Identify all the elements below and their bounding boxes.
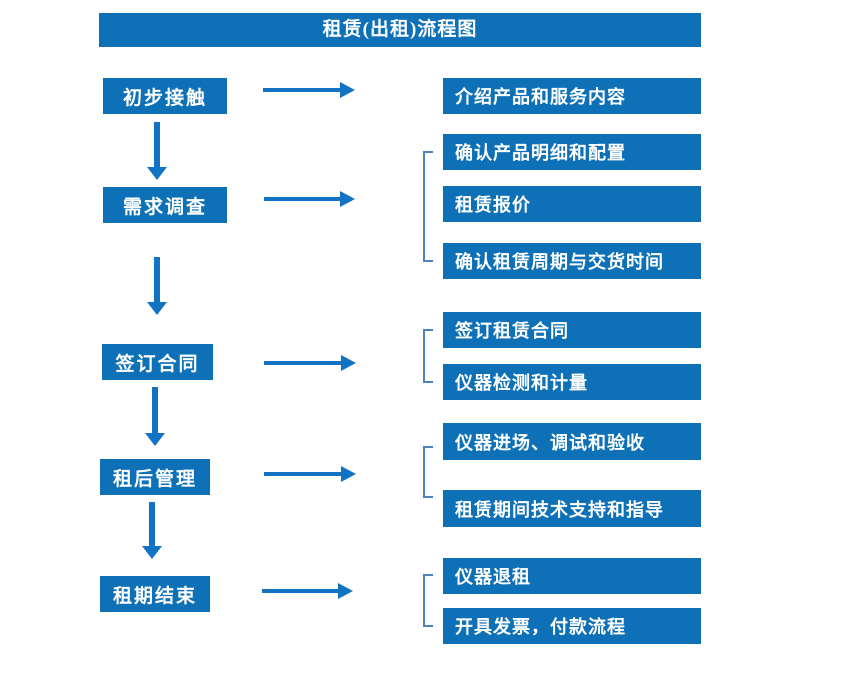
down-arrow-3-shaft [152, 387, 158, 433]
right-arrow-1-shaft [263, 88, 340, 92]
output-box-confirm-rental-period: 确认租赁周期与交货时间 [443, 243, 701, 279]
down-arrow-4 [142, 502, 162, 559]
right-arrow-2-head [340, 191, 355, 207]
down-arrow-2 [147, 257, 167, 315]
right-arrow-2 [264, 191, 355, 207]
output-box-invoice-payment: 开具发票，付款流程 [443, 608, 701, 644]
step-box-post-rental-management: 租后管理 [100, 459, 210, 495]
step-box-sign-contract: 签订合同 [102, 344, 213, 380]
down-arrow-1-head [147, 167, 167, 180]
right-arrow-4-shaft [264, 472, 341, 476]
right-arrow-4-head [341, 466, 356, 482]
step-box-initial-contact: 初步接触 [103, 78, 227, 114]
down-arrow-4-head [142, 546, 162, 559]
right-arrow-1-head [340, 82, 355, 98]
bracket-group-4 [423, 446, 433, 498]
right-arrow-4 [264, 466, 356, 482]
output-box-introduce-products: 介绍产品和服务内容 [443, 78, 701, 114]
output-box-sign-rental-contract: 签订租赁合同 [443, 312, 701, 348]
down-arrow-2-shaft [154, 257, 160, 302]
output-box-instrument-inspection: 仪器检测和计量 [443, 364, 701, 400]
down-arrow-1-shaft [154, 122, 160, 167]
bracket-group-2 [423, 151, 433, 262]
right-arrow-3-head [341, 355, 356, 371]
down-arrow-4-shaft [149, 502, 155, 546]
down-arrow-3-head [145, 433, 165, 446]
output-box-instrument-setup-acceptance: 仪器进场、调试和验收 [443, 423, 701, 460]
down-arrow-1 [147, 122, 167, 180]
right-arrow-5-head [338, 583, 353, 599]
step-box-rental-end: 租期结束 [100, 576, 210, 612]
page-title: 租赁(出租)流程图 [322, 19, 478, 40]
output-box-technical-support: 租赁期间技术支持和指导 [443, 490, 701, 527]
down-arrow-2-head [147, 302, 167, 315]
bracket-group-5 [423, 574, 433, 627]
right-arrow-2-shaft [264, 197, 340, 201]
bracket-group-3 [423, 329, 433, 383]
down-arrow-3 [145, 387, 165, 446]
right-arrow-5-shaft [262, 589, 338, 593]
right-arrow-3-shaft [264, 361, 341, 365]
right-arrow-1 [263, 82, 355, 98]
right-arrow-3 [264, 355, 356, 371]
right-arrow-5 [262, 583, 353, 599]
step-box-demand-survey: 需求调查 [103, 187, 227, 223]
output-box-confirm-product-details: 确认产品明细和配置 [443, 134, 701, 170]
title-banner: 租赁(出租)流程图 [99, 13, 701, 47]
output-box-instrument-return: 仪器退租 [443, 558, 701, 594]
output-box-rental-quotation: 租赁报价 [443, 186, 701, 222]
